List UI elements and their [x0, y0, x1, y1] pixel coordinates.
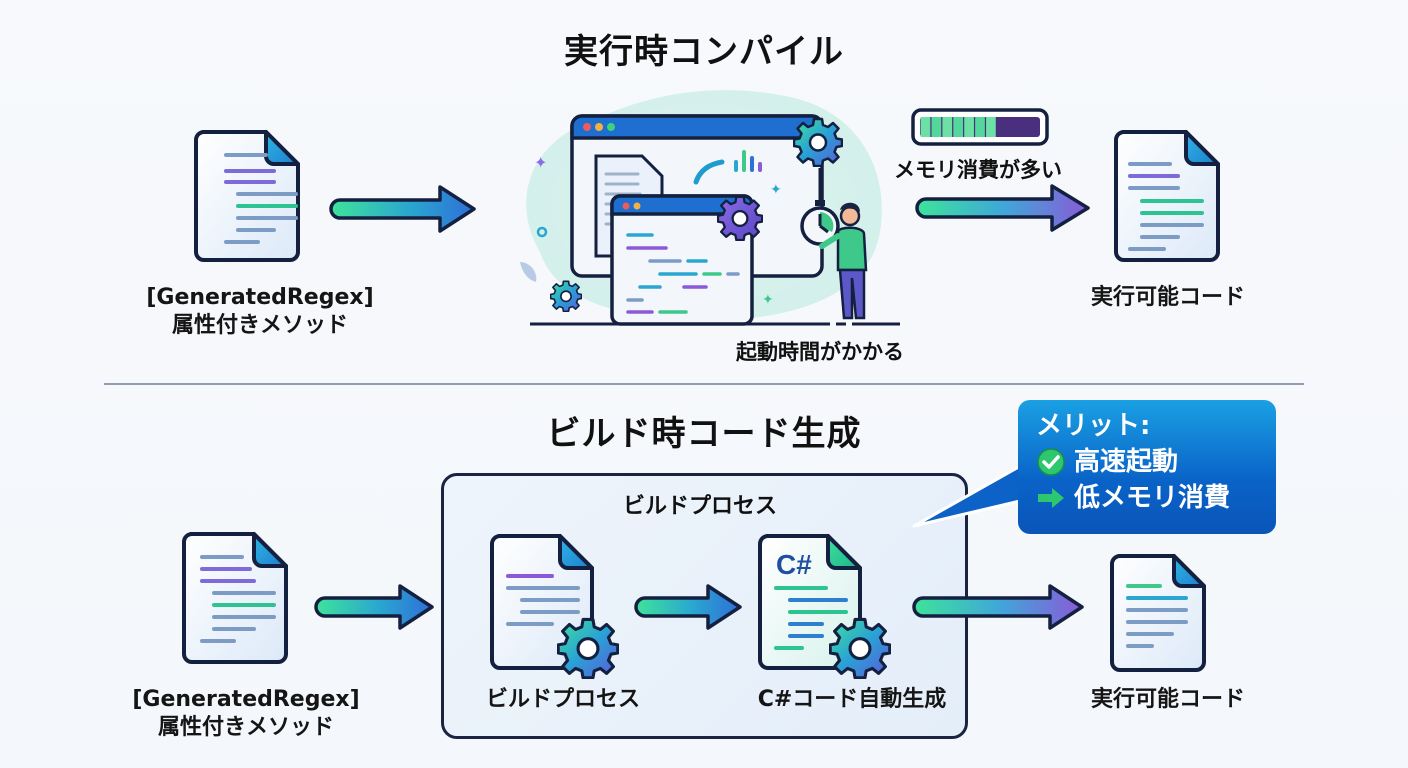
benefits-callout: メリット: 高速起動 低メモリ消費	[1018, 400, 1276, 534]
output-document-icon	[1112, 128, 1224, 264]
stopwatch-icon	[800, 168, 840, 246]
arrow-right-icon	[1038, 488, 1064, 508]
runtime-source-label: [GeneratedRegex] 属性付きメソッド	[120, 284, 400, 340]
callout-item-text: 高速起動	[1074, 447, 1179, 477]
build-step1-label: ビルドプロセス	[485, 687, 640, 712]
arrow-right-icon	[632, 582, 744, 632]
sparkle-icon: ✦	[762, 292, 774, 308]
gear-icon	[793, 117, 843, 167]
buildtime-source-label: [GeneratedRegex] 属性付きメソッド	[106, 686, 386, 742]
gear-icon	[556, 617, 620, 680]
buildtime-output-label: 実行可能コード	[1090, 687, 1245, 712]
arrow-right-icon	[312, 582, 436, 632]
runtime-title: 実行時コンパイル	[564, 32, 844, 72]
memory-bar-segment	[920, 117, 931, 137]
gear-icon	[549, 280, 583, 313]
csharp-document-icon: C#	[756, 532, 896, 682]
build-step-document-icon	[488, 532, 628, 682]
sparkle-icon: ✦	[534, 153, 547, 172]
runtime-source-label-line1: [GeneratedRegex]	[146, 285, 374, 310]
runtime-source-label-line2: 属性付きメソッド	[171, 313, 348, 338]
section-divider	[104, 383, 1304, 385]
memory-bar-segment	[953, 117, 964, 137]
callout-item-text: 低メモリ消費	[1074, 483, 1231, 513]
code-window-icon	[610, 194, 754, 326]
check-circle-icon	[1037, 448, 1065, 476]
memory-bar-icon	[910, 107, 1050, 147]
buildtime-title: ビルド時コード生成	[546, 414, 862, 454]
gear-icon	[716, 195, 764, 242]
output-document-icon	[1108, 552, 1208, 674]
source-document-icon	[180, 530, 292, 666]
build-step2-label: C#コード自動生成	[757, 687, 947, 712]
callout-item: 低メモリ消費	[1036, 480, 1258, 516]
memory-note: メモリ消費が多い	[894, 158, 1062, 182]
arrow-right-icon	[910, 582, 1086, 632]
callout-pointer	[908, 460, 1028, 532]
arrow-right-icon	[912, 182, 1092, 234]
memory-bar-segment	[975, 117, 985, 137]
arrow-right-icon	[326, 183, 478, 235]
sparkle-icon: ✦	[770, 182, 782, 198]
source-document-icon	[192, 128, 304, 264]
memory-bar-segment	[964, 117, 974, 137]
memory-bar-segment	[931, 117, 942, 137]
runtime-output-label: 実行可能コード	[1090, 285, 1245, 310]
startup-note: 起動時間がかかる	[736, 340, 904, 364]
leaf-icon	[520, 262, 537, 282]
callout-heading: メリット:	[1036, 411, 1151, 441]
gear-icon	[828, 617, 892, 680]
callout-item: 高速起動	[1036, 444, 1258, 480]
buildtime-source-label-line1: [GeneratedRegex]	[132, 687, 360, 712]
dot-icon	[536, 226, 548, 238]
runtime-compile-illustration: ✦ ✦ ✦	[500, 82, 910, 332]
trend-arrow-icon	[693, 159, 725, 185]
memory-bar-segment	[942, 117, 953, 137]
build-process-box-title: ビルドプロセス	[622, 494, 777, 519]
buildtime-source-label-line2: 属性付きメソッド	[157, 715, 334, 740]
mini-bar-chart-icon	[734, 150, 762, 172]
memory-bar-segment	[986, 117, 996, 137]
csharp-badge: C#	[776, 549, 812, 580]
person-icon	[819, 202, 868, 320]
